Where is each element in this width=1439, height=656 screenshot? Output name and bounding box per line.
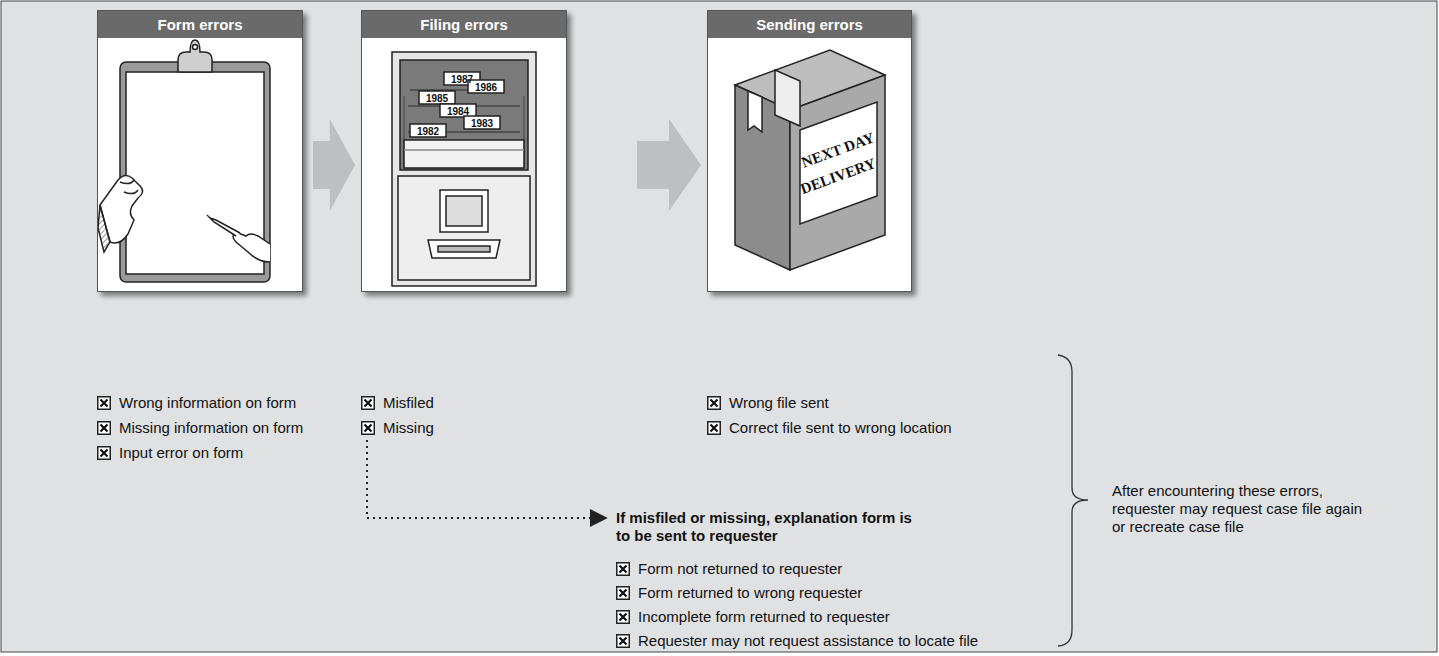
- outcome-note: After encountering these errors, request…: [1112, 482, 1377, 536]
- stage-panel: Filing errors: [361, 10, 567, 292]
- checkbox-x-icon: [616, 562, 630, 576]
- error-item: Wrong file sent: [707, 394, 829, 412]
- file-cabinet-illustration: [392, 52, 536, 286]
- error-item: Correct file sent to wrong location: [707, 419, 952, 437]
- flow-arrow: [313, 119, 355, 211]
- parcel-illustration: [735, 50, 885, 270]
- error-text: Missing information on form: [119, 419, 303, 437]
- error-item: Wrong information on form: [97, 394, 296, 412]
- explanation-heading: If misfiled or missing, explanation form…: [616, 509, 921, 545]
- panel-ground: [361, 10, 567, 292]
- checkbox-x-icon: [616, 586, 630, 600]
- folder-tab-year: 1987: [451, 74, 473, 85]
- checkbox-x-icon: [97, 446, 111, 460]
- checkbox-x-icon: [361, 396, 375, 410]
- error-item: Input error on form: [97, 444, 243, 462]
- error-text: Incomplete form returned to requester: [638, 608, 890, 626]
- flow-arrow: [637, 119, 701, 211]
- error-text: Misfiled: [383, 394, 434, 412]
- folder-tab-year: 1986: [475, 82, 497, 93]
- stage-panel: Form errors: [97, 10, 303, 292]
- checkbox-x-icon: [361, 421, 375, 435]
- folder-tab-year: 1983: [471, 118, 493, 129]
- error-item: Missing information on form: [97, 419, 303, 437]
- panel-ground: [97, 10, 303, 292]
- error-item: Missing: [361, 419, 434, 437]
- error-text: Requester may not request assistance to …: [638, 632, 978, 650]
- error-item: Incomplete form returned to requester: [616, 608, 890, 626]
- error-text: Correct file sent to wrong location: [729, 419, 952, 437]
- error-item: Requester may not request assistance to …: [616, 632, 978, 650]
- checkbox-x-icon: [616, 634, 630, 648]
- panel-heading: Form errors: [98, 11, 302, 38]
- checkbox-x-icon: [97, 421, 111, 435]
- folder-tab-year: 1984: [447, 106, 469, 117]
- error-text: Form not returned to requester: [638, 560, 842, 578]
- checkbox-x-icon: [707, 396, 721, 410]
- panel-heading: Filing errors: [362, 11, 566, 38]
- clipboard-illustration: [98, 40, 270, 282]
- folder-tab-year: 1985: [426, 93, 448, 104]
- error-text: Wrong file sent: [729, 394, 829, 412]
- checkbox-x-icon: [707, 421, 721, 435]
- panel-heading: Sending errors: [708, 11, 911, 38]
- brace: [1058, 355, 1088, 646]
- error-text: Form returned to wrong requester: [638, 584, 862, 602]
- folder-tab-year: 1982: [417, 126, 439, 137]
- error-text: Missing: [383, 419, 434, 437]
- error-item: Misfiled: [361, 394, 434, 412]
- error-item: Form not returned to requester: [616, 560, 842, 578]
- checkbox-x-icon: [616, 610, 630, 624]
- dotted-leader: [367, 440, 606, 518]
- panel-ground: [707, 10, 912, 292]
- error-text: Wrong information on form: [119, 394, 296, 412]
- error-item: Form returned to wrong requester: [616, 584, 862, 602]
- error-text: Input error on form: [119, 444, 243, 462]
- checkbox-x-icon: [97, 396, 111, 410]
